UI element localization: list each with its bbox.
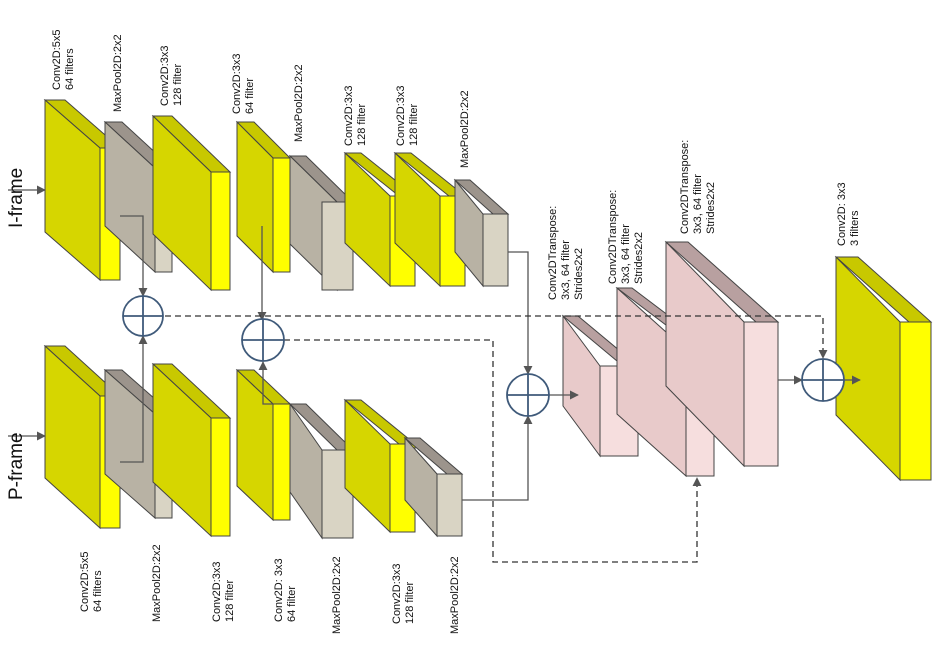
top-pool3-to-add3 xyxy=(508,251,533,375)
top-label-conv3x3-64: Conv2D:3x3 64 filter xyxy=(231,50,256,114)
bottom-conv3x3-128-block xyxy=(151,362,232,538)
output-label: Conv2D: 3x3 3 filters xyxy=(836,179,861,246)
top-conv3x3-128-block xyxy=(151,114,232,292)
bottom-label-maxpool2: MaxPool2D:2x2 xyxy=(331,556,343,634)
top-label-maxpool3: MaxPool2D:2x2 xyxy=(459,90,471,168)
decoder xyxy=(561,240,780,478)
bottom-label-conv3x3-64: Conv2D: 3x3 64 filter xyxy=(273,555,298,622)
top-label-conv3x3-128b: Conv2D:3x3 128 filter xyxy=(395,82,420,146)
top-conv3x3-128b-block xyxy=(393,151,467,288)
dashed-connections xyxy=(165,315,828,563)
bottom-label-conv5x5: Conv2D:5x5 64 filters xyxy=(79,548,104,612)
bottom-maxpool-2-block xyxy=(288,402,355,540)
bottom-encoder xyxy=(43,344,464,540)
decoder-label-3: Conv2DTranspose: 3x3, 64 filter Strides2… xyxy=(679,137,717,234)
add-circle-3 xyxy=(506,373,550,417)
output-conv-block xyxy=(834,255,933,482)
connections xyxy=(8,185,861,501)
skip-bottom-conv5-to-add1 xyxy=(120,335,148,463)
decoder-label-1: Conv2DTranspose: 3x3, 64 filter Strides2… xyxy=(547,203,585,300)
top-encoder xyxy=(43,98,510,292)
bottom-label-conv3x3-128: Conv2D:3x3 128 filter xyxy=(211,558,236,622)
iframe-label: I-frame xyxy=(6,168,27,228)
skip-bottom-conv64-to-add2 xyxy=(258,361,273,405)
bottom-labels: Conv2D:5x5 64 filters MaxPool2D:2x2 Conv… xyxy=(79,544,461,634)
add-circle-1 xyxy=(122,295,164,337)
bottom-label-maxpool1: MaxPool2D:2x2 xyxy=(151,544,163,622)
bottom-label-maxpool3: MaxPool2D:2x2 xyxy=(449,556,461,634)
skip-top-conv5-to-add1 xyxy=(120,215,148,297)
top-label-conv5x5: Conv2D:5x5 64 filters xyxy=(51,26,76,90)
top-label-maxpool1: MaxPool2D:2x2 xyxy=(112,34,124,112)
top-maxpool-2-block xyxy=(288,154,355,292)
add-circle-2 xyxy=(241,318,285,362)
add-circle-4 xyxy=(801,358,845,402)
bottom-maxpool-3-block xyxy=(403,436,464,538)
top-labels: Conv2D:5x5 64 filters MaxPool2D:2x2 Conv… xyxy=(51,26,471,168)
top-label-conv3x3-128a: Conv2D:3x3 128 filter xyxy=(343,82,368,146)
pframe-label: P-frame xyxy=(6,432,27,500)
top-label-conv3x3-128: Conv2D:3x3 128 filter xyxy=(159,42,184,106)
top-maxpool-3-block xyxy=(453,178,510,288)
deconv-3-block xyxy=(664,240,780,468)
bottom-label-conv3x3-128-2: Conv2D:3x3 128 filter xyxy=(391,560,416,624)
decoder-label-2: Conv2DTranspose: 3x3, 64 filter Strides2… xyxy=(607,187,645,284)
top-label-maxpool2: MaxPool2D:2x2 xyxy=(293,64,305,142)
decoder-labels: Conv2DTranspose: 3x3, 64 filter Strides2… xyxy=(547,137,717,300)
adders xyxy=(122,295,845,417)
top-conv3x3-64-block xyxy=(235,120,292,274)
top-conv3x3-128a-block xyxy=(343,151,417,288)
dashed-add1-to-add4 xyxy=(165,315,828,359)
bottom-pool3-to-add3 xyxy=(462,415,533,501)
dashed-add2-to-deconv2 xyxy=(284,339,702,563)
